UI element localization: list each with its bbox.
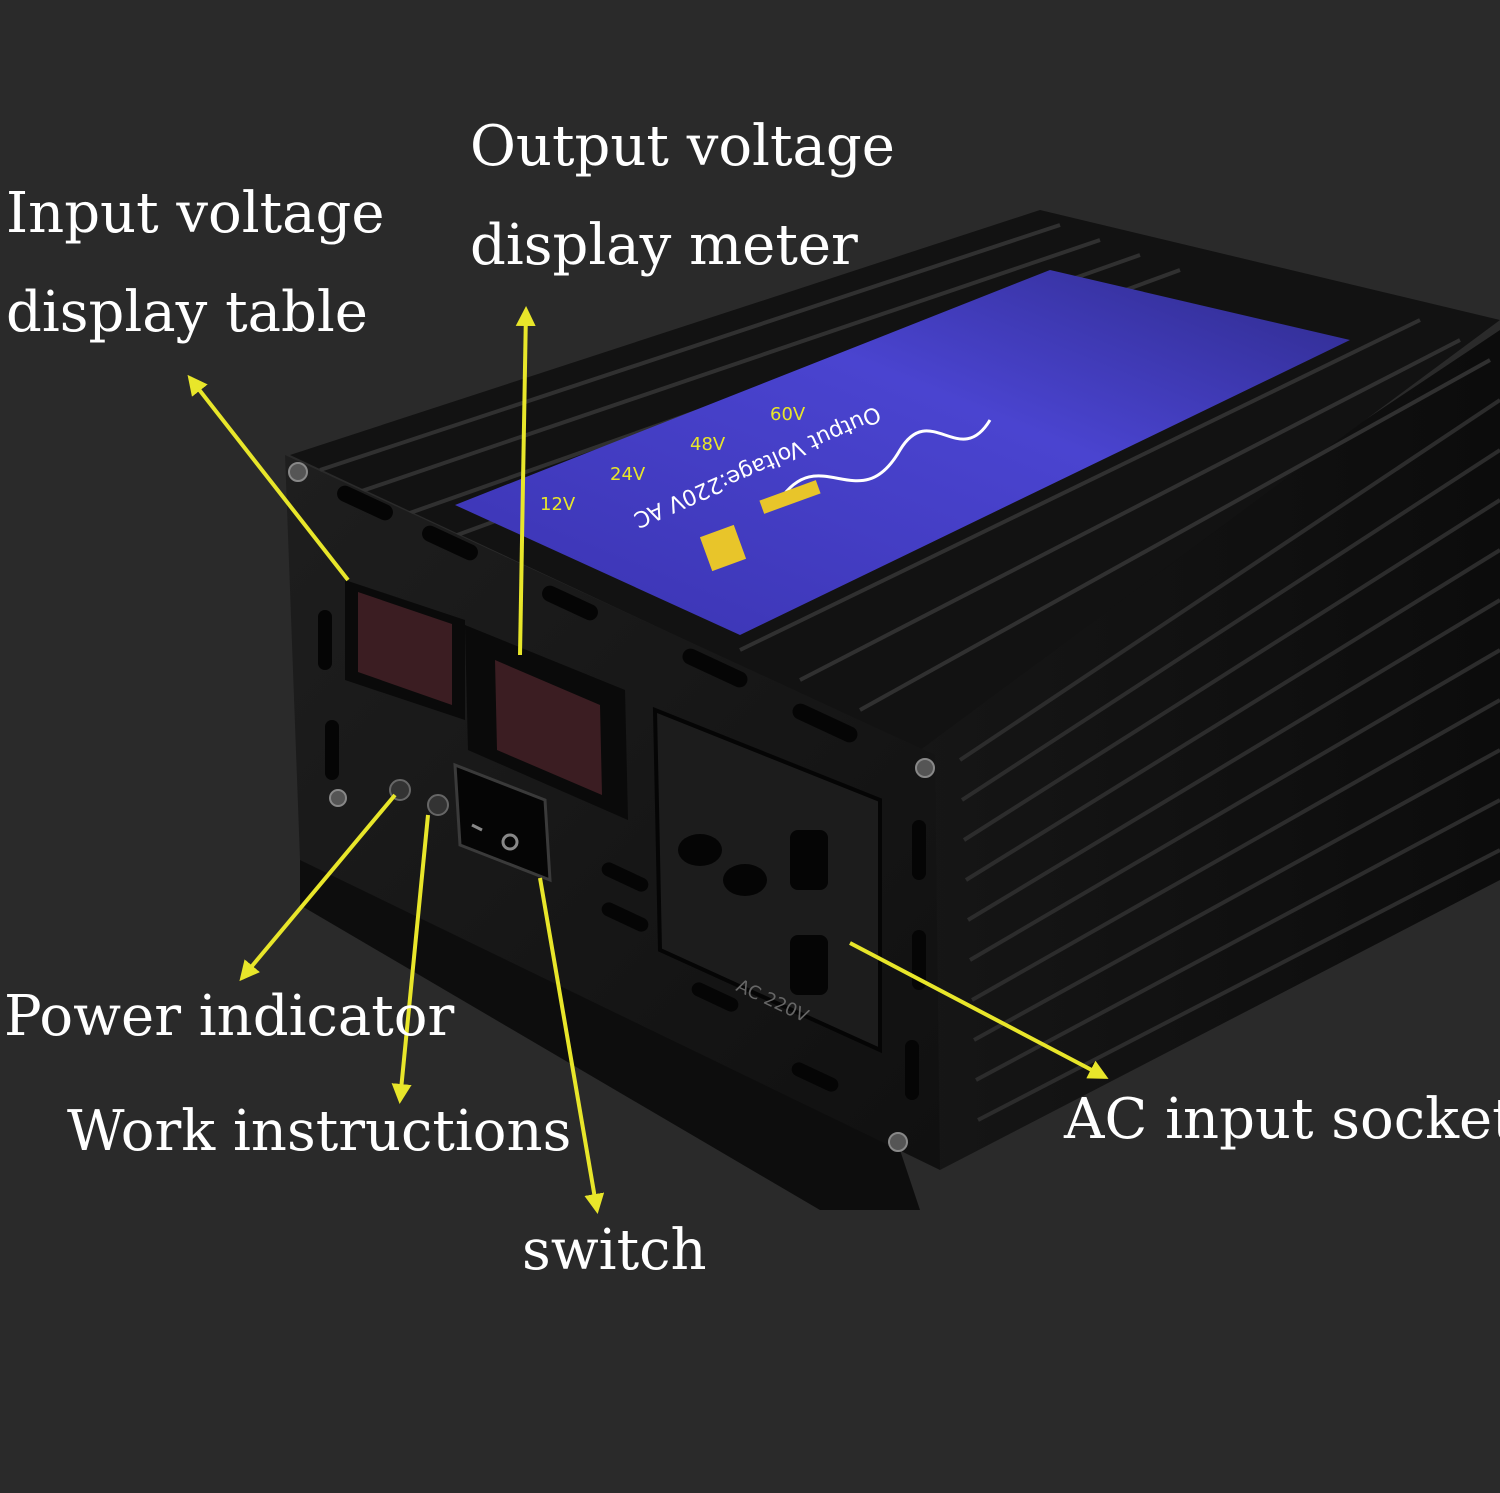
svg-text:60V: 60V bbox=[770, 404, 806, 425]
label-work-instructions: Work instructions bbox=[67, 1099, 572, 1164]
label-output-voltage-line1: Output voltage bbox=[470, 114, 895, 179]
panel-rating-chips: 12V 24V 48V 60V bbox=[540, 404, 806, 515]
work-indicator-led bbox=[427, 794, 449, 816]
annotation-arrows bbox=[187, 306, 1109, 1214]
arrow-switch bbox=[538, 877, 605, 1214]
ac-socket-holes bbox=[678, 830, 828, 995]
front-vents bbox=[318, 485, 926, 1100]
svg-text:12V: 12V bbox=[540, 494, 576, 515]
arrow-work-instructions bbox=[391, 814, 430, 1104]
label-output-voltage-display: Output voltage display meter bbox=[470, 114, 895, 278]
power-switch[interactable] bbox=[453, 762, 552, 883]
label-power-indicator: Power indicator bbox=[4, 984, 455, 1049]
front-screws bbox=[288, 462, 935, 1152]
label-input-voltage-line1: Input voltage bbox=[6, 181, 385, 246]
svg-text:48V: 48V bbox=[690, 434, 726, 455]
input-voltage-display-screen bbox=[358, 592, 452, 705]
arrow-output-voltage bbox=[515, 306, 536, 656]
label-ac-input-socket: AC input socket bbox=[1064, 1087, 1500, 1152]
label-input-voltage-display: Input voltage display table bbox=[6, 181, 385, 345]
arrow-ac-socket bbox=[849, 941, 1109, 1079]
side-fins bbox=[958, 398, 1500, 1122]
output-voltage-display-screen bbox=[495, 660, 602, 795]
mounting-plate bbox=[300, 850, 920, 1210]
arrow-input-voltage bbox=[187, 374, 350, 582]
label-input-voltage-line2: display table bbox=[6, 279, 368, 345]
label-output-voltage-line2: display meter bbox=[470, 212, 858, 278]
panel-logo bbox=[699, 480, 821, 572]
inverter-side bbox=[900, 330, 1500, 1170]
switch-on-mark bbox=[471, 823, 483, 832]
panel-waveform bbox=[778, 419, 992, 501]
label-switch: switch bbox=[522, 1218, 707, 1283]
switch-off-mark bbox=[501, 833, 519, 851]
arrow-power-indicator bbox=[239, 793, 397, 982]
product-label-panel bbox=[455, 270, 1350, 635]
svg-text:24V: 24V bbox=[610, 464, 646, 485]
